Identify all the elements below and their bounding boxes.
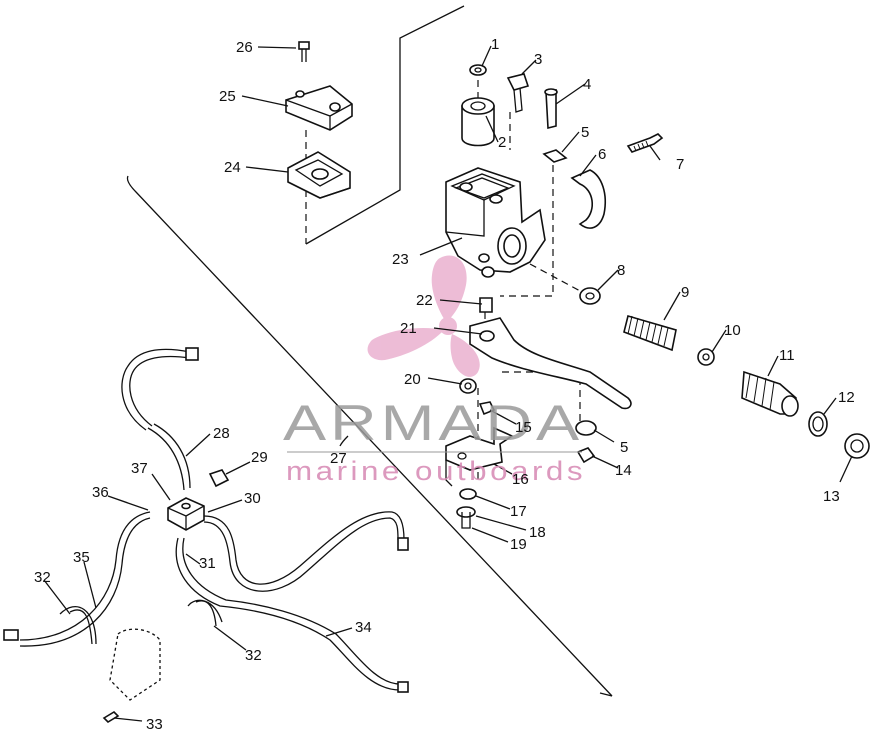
screw-part (298, 41, 310, 62)
part-label: 28 (213, 425, 230, 442)
part-label: 11 (779, 347, 795, 364)
brake-hose-part (203, 511, 409, 592)
boot-part (461, 97, 495, 147)
part-label: 20 (404, 371, 421, 388)
washer-part (469, 64, 487, 76)
part-label: 23 (392, 251, 409, 268)
part-label: 2 (498, 134, 506, 151)
bolt-part (456, 506, 476, 529)
part-label: 35 (73, 549, 90, 566)
part-label: 13 (823, 488, 840, 505)
part-label: 29 (251, 449, 268, 466)
brake-hose-part (175, 537, 409, 693)
part-label: 32 (34, 569, 51, 586)
part-label: 33 (146, 716, 163, 732)
part-label: 3 (534, 51, 542, 68)
master-cylinder-part (445, 167, 546, 278)
part-label: 4 (583, 76, 591, 93)
screw-part (626, 133, 664, 153)
frame-lines (126, 5, 613, 697)
washer-part (575, 420, 597, 436)
part-label: 36 (92, 484, 109, 501)
part-label: 5 (620, 439, 628, 456)
brake-hose-part (3, 511, 151, 647)
washer-part (459, 488, 477, 500)
watermark-subtitle: marine outboards (286, 456, 586, 486)
reservoir-cover-part (285, 85, 353, 131)
part-label: 27 (330, 450, 347, 467)
gasket-part (287, 151, 351, 199)
part-label: 15 (515, 419, 532, 436)
part-label: 18 (529, 524, 546, 541)
bracket-part (445, 426, 514, 487)
washer-part (542, 149, 568, 163)
cap-part (208, 469, 230, 488)
part-label: 8 (617, 262, 625, 279)
bushing-part (479, 297, 493, 313)
part-label: 16 (512, 471, 529, 488)
part-label: 1 (491, 36, 499, 53)
caliper-part (102, 628, 161, 724)
ring-part (808, 411, 828, 437)
washer-part (579, 287, 601, 305)
part-label: 17 (510, 503, 527, 520)
propeller-icon (367, 255, 480, 377)
part-label: 22 (416, 292, 433, 309)
seal-part (844, 433, 870, 459)
washer-part (697, 348, 715, 366)
brake-hose-part (121, 347, 199, 491)
bolt-part (506, 73, 530, 113)
part-label: 31 (199, 555, 216, 572)
part-label: 9 (681, 284, 689, 301)
junction-block-part (167, 497, 205, 531)
clamp-part (570, 169, 606, 229)
part-label: 7 (676, 156, 684, 173)
leader-lines (43, 45, 853, 722)
part-label: 21 (400, 320, 417, 337)
part-label: 25 (219, 88, 236, 105)
hose-clip-part (59, 599, 223, 645)
part-label: 10 (724, 322, 741, 339)
pin-part (544, 88, 558, 130)
part-label: 5 (581, 124, 589, 141)
part-labels: 1 2 3 4 5 5 6 7 8 9 10 11 12 13 14 15 16… (34, 36, 855, 732)
part-label: 32 (245, 647, 262, 664)
part-label: 26 (236, 39, 253, 56)
part-label: 14 (615, 462, 632, 479)
bellows-part (741, 370, 799, 417)
part-label: 37 (131, 460, 148, 477)
part-label: 34 (355, 619, 372, 636)
part-label: 12 (838, 389, 855, 406)
part-label: 19 (510, 536, 527, 553)
brake-lever-part (469, 317, 632, 410)
part-label: 6 (598, 146, 606, 163)
part-label: 24 (224, 159, 241, 176)
watermark-title: ARMADA (283, 395, 583, 451)
spring-part (623, 314, 677, 352)
nut-part (459, 378, 477, 394)
part-label: 30 (244, 490, 261, 507)
